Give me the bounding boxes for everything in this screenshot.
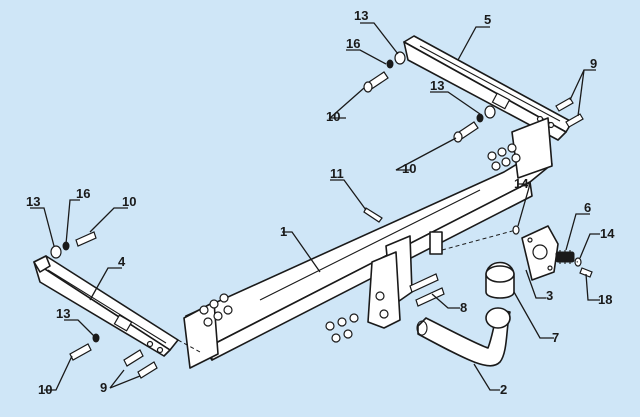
- part-4-bracket: [33, 255, 179, 357]
- part-3-socket-plate: [521, 225, 559, 281]
- callout-6: 6: [584, 200, 591, 215]
- part-2-towball-neck: [416, 307, 511, 367]
- callout-18: 18: [598, 292, 612, 307]
- callout-labels: 13 5 16 9 10 13 10 11 14 6 14 13 16 10 1…: [26, 8, 615, 397]
- callout-13: 13: [430, 78, 444, 93]
- callout-16: 16: [346, 36, 360, 51]
- callout-5: 5: [484, 12, 491, 27]
- callout-11: 11: [330, 166, 344, 181]
- callout-10: 10: [326, 109, 340, 124]
- assembly-lines: [177, 229, 579, 353]
- callout-13: 13: [56, 306, 70, 321]
- callout-1: 1: [280, 224, 287, 239]
- callout-10: 10: [402, 161, 416, 176]
- callout-14: 14: [600, 226, 615, 241]
- part-1-crossbar: [183, 117, 553, 369]
- callout-13: 13: [354, 8, 368, 23]
- hardware-fasteners: [50, 51, 593, 379]
- callout-14: 14: [514, 176, 529, 191]
- callout-9: 9: [590, 56, 597, 71]
- callout-4: 4: [118, 254, 126, 269]
- callout-2: 2: [500, 382, 507, 397]
- part-7-ball-cover: [485, 261, 515, 299]
- callout-7: 7: [552, 330, 559, 345]
- part-5-bracket: [403, 35, 573, 141]
- callout-10: 10: [122, 194, 136, 209]
- callout-16: 16: [76, 186, 90, 201]
- callout-13: 13: [26, 194, 40, 209]
- leader-lines: [30, 22, 600, 391]
- part-6-spring: [555, 250, 575, 264]
- callout-10: 10: [38, 382, 52, 397]
- callout-9: 9: [100, 380, 107, 395]
- callout-3: 3: [546, 288, 553, 303]
- callout-8: 8: [460, 300, 467, 315]
